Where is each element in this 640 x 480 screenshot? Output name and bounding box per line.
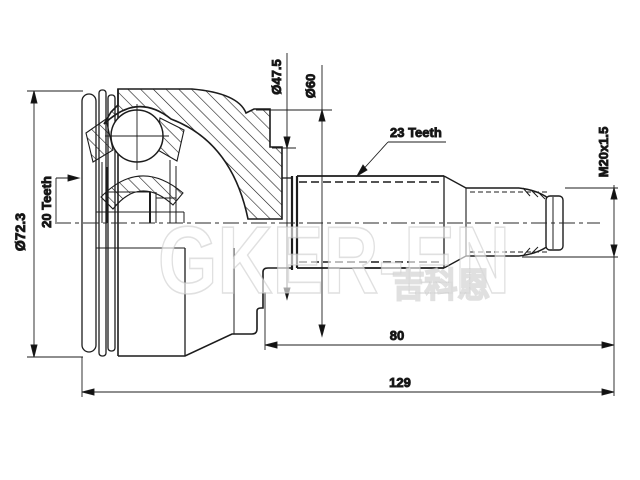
arrowhead (318, 324, 326, 338)
dimension-inner-spline: 20 Teeth (39, 174, 81, 228)
flange-step-diameter-label: Ø47.5 (269, 59, 284, 94)
dimension-overall-length: 129 (81, 357, 615, 397)
dimension-flange-diameter: Ø60 (256, 65, 332, 338)
dimension-thread: M20x1.5 (522, 126, 618, 396)
thread-spec-label: M20x1.5 (596, 127, 611, 178)
dimension-shaft-length: 80 (264, 292, 615, 350)
bell-bottom-profile (118, 267, 292, 357)
shaft-length-label: 80 (390, 328, 404, 343)
arrowhead (355, 164, 368, 178)
shaft-spline-teeth-label: 23 Teeth (390, 125, 442, 140)
arrowhead (264, 341, 278, 349)
flange-diameter-label: Ø60 (303, 74, 318, 99)
arrowhead (610, 244, 618, 258)
inner-spline-teeth-label: 20 Teeth (39, 176, 54, 228)
dimension-shaft-spline: 23 Teeth (355, 125, 446, 178)
arrowhead (283, 136, 291, 150)
inner-race-lines (95, 160, 185, 223)
arrowhead (30, 344, 38, 358)
arrowhead (601, 341, 615, 349)
watermark-brand-text: GKER-EN (158, 207, 510, 314)
arrowhead (67, 174, 81, 182)
dimension-flange-step-diameter: Ø47.5 (269, 53, 296, 301)
arrowhead (318, 108, 326, 122)
arrowhead (601, 388, 615, 396)
watermark: GKER-EN 吉科恩 (157, 206, 511, 315)
dimensions: Ø72.3 20 Teeth Ø47.5 Ø60 (12, 53, 618, 397)
arrowhead (81, 388, 95, 396)
arrowhead (30, 90, 38, 104)
cage-inner-race (85, 117, 185, 210)
overall-length-label: 129 (389, 375, 411, 390)
watermark-cjk-text: 吉科恩 (392, 267, 490, 305)
dimension-outer-diameter: Ø72.3 (12, 90, 83, 358)
arrowhead (283, 287, 291, 301)
arrowhead (610, 186, 618, 200)
outer-race-section-hatched (103, 88, 283, 220)
outer-diameter-label: Ø72.3 (12, 213, 28, 251)
ball-bearing (105, 104, 169, 170)
spline-shaft (290, 175, 467, 270)
thread-runout-ticks (522, 187, 546, 257)
